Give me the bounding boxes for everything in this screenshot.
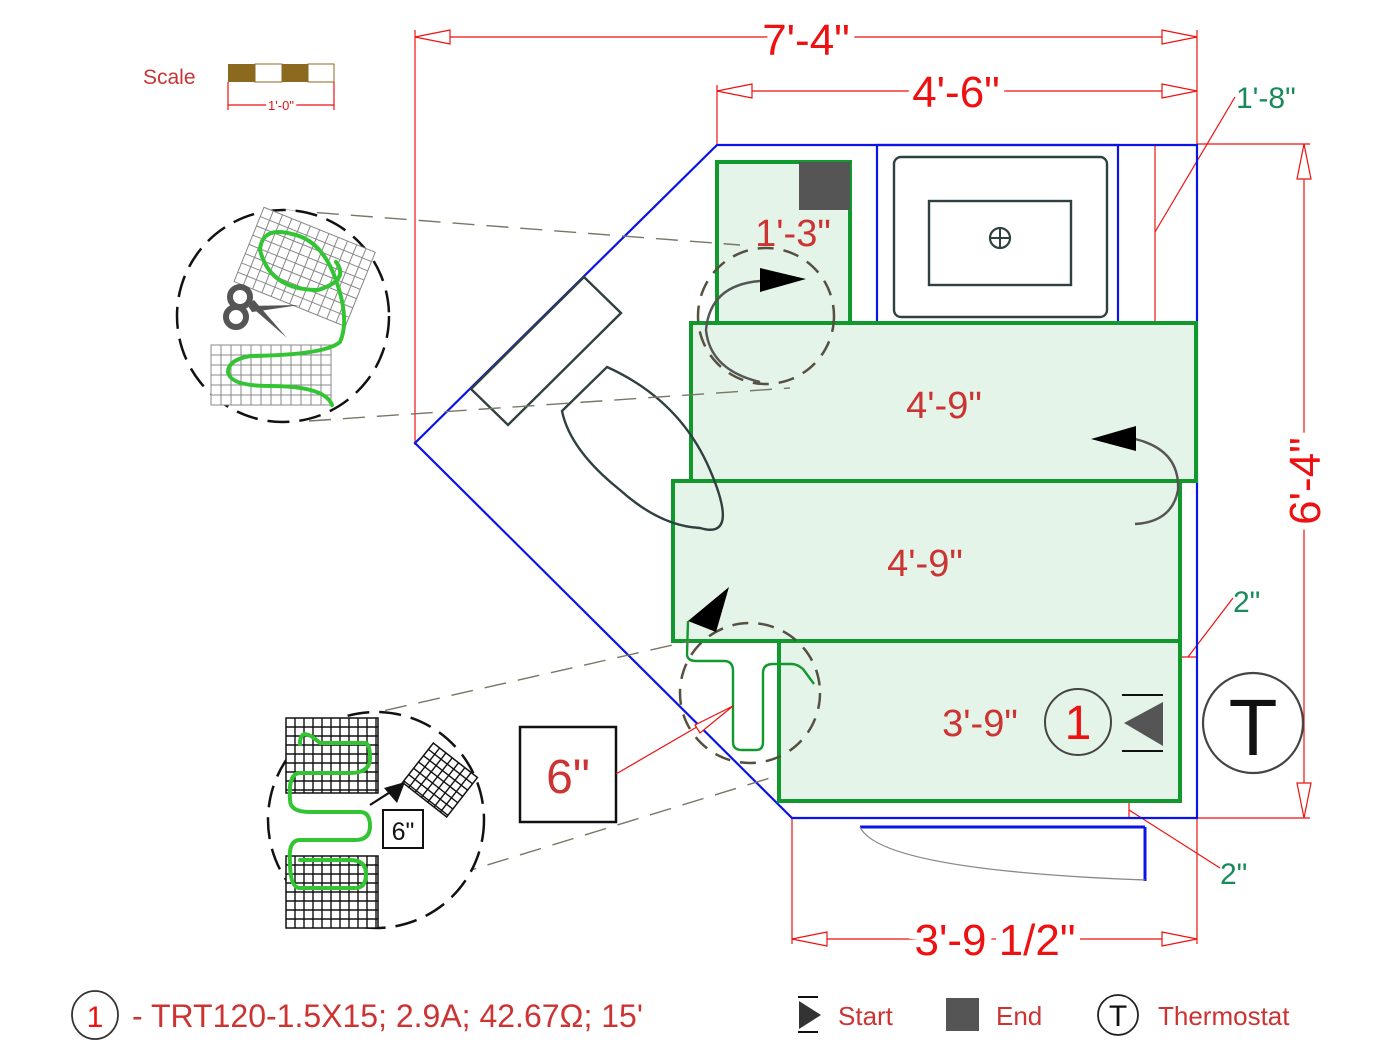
grid-line [403, 780, 449, 816]
bottom-width-label: 3'-9 1/2" [914, 916, 1075, 965]
grid-line [427, 748, 473, 785]
mat-label-middle: 4'-9" [887, 543, 963, 585]
legend-start-icon [798, 996, 821, 1033]
cut-gap-label: 6" [546, 751, 590, 804]
dimension-bottom-width: 3'-9 1/2" [791, 818, 1198, 972]
direction-arrow-icon [384, 782, 405, 803]
turn-arrow-top [696, 246, 836, 386]
mat-section-middle [671, 479, 1182, 643]
door [859, 825, 1147, 881]
right-gap-label: 1'-8" [1236, 82, 1296, 115]
grid-line [423, 755, 469, 791]
scale-label: Scale [143, 66, 196, 89]
clearance-bottom-label: 2" [1220, 858, 1247, 891]
dimension-vanity-width: 4'-6" [716, 61, 1198, 145]
heating-cable [287, 732, 373, 890]
dimension-overall-height: 6'-4" [1197, 143, 1337, 819]
grid-line [248, 243, 361, 290]
legend: 1 - TRT120-1.5X15; 2.9A; 42.67Ω; 15' Sta… [71, 990, 1290, 1040]
grid-line [408, 774, 454, 810]
thermostat-letter: T [1229, 683, 1278, 772]
cable-path [685, 620, 815, 752]
legend-circuit-number: 1 [87, 1001, 104, 1034]
mat-grid [285, 717, 379, 794]
toilet [469, 275, 724, 531]
grid-line [237, 271, 350, 318]
turn-highlight [696, 246, 836, 386]
direction-arrow-icon [1091, 426, 1136, 451]
mat-grid-rotated [401, 742, 479, 818]
scale-segment [254, 63, 283, 83]
legend-start-label: Start [838, 1001, 894, 1031]
mat-grid [285, 855, 379, 929]
grid-line [252, 234, 365, 281]
scale-segment [228, 64, 255, 82]
thermostat: T [1201, 671, 1305, 775]
turn-arrow-right [1091, 426, 1180, 526]
grid-line [241, 262, 353, 309]
detail-gap-label: 6" [392, 818, 415, 846]
legend-end-label: End [996, 1001, 1042, 1031]
vanity-outline [875, 143, 1120, 341]
dimension-overall-width: 7'-4" [414, 9, 1198, 445]
scale-segment [307, 63, 335, 83]
scale-segment [282, 64, 308, 82]
scale-bar: Scale 1'-0" [143, 63, 335, 116]
dimension-right-gap: 1'-8" [1154, 82, 1296, 323]
grid-line [413, 767, 459, 804]
mat-section-upper [689, 321, 1198, 483]
toilet-bowl [560, 365, 724, 531]
dimension-clearance-right: 2" [1180, 586, 1260, 658]
vanity-width-label: 4'-6" [912, 68, 1000, 117]
overall-width-label: 7'-4" [762, 16, 850, 65]
scissors-icon [223, 284, 300, 338]
detail-turn-gap: 6" [266, 710, 486, 930]
direction-arrow-icon [760, 268, 806, 292]
toilet-tank [469, 275, 623, 427]
overall-height-label: 6'-4" [1281, 437, 1330, 525]
direction-arrow-icon [688, 587, 729, 632]
clearance-right-label: 2" [1233, 586, 1260, 619]
door-swing [859, 826, 1146, 881]
legend-thermostat-icon [1097, 994, 1139, 1036]
start-marker [1122, 694, 1163, 752]
mat-label-lower: 3'-9" [942, 703, 1018, 745]
grid-line [418, 761, 464, 798]
legend-thermostat-label: Thermostat [1158, 1001, 1290, 1031]
legend-thermostat-letter: T [1109, 1000, 1127, 1033]
grid-line [260, 216, 372, 262]
legend-end-icon [946, 998, 979, 1031]
circuit-marker: 1 [1044, 688, 1112, 756]
cut-turn [678, 587, 822, 765]
circuit-number: 1 [1065, 697, 1092, 750]
mat-label-upper: 4'-9" [906, 385, 982, 427]
scale-length: 1'-0" [268, 98, 294, 113]
detail-cut-mat [175, 206, 391, 424]
turn-highlight [678, 621, 822, 765]
dimension-clearance-bottom: 2" [1128, 800, 1247, 891]
legend-circuit-spec: - TRT120-1.5X15; 2.9A; 42.67Ω; 15' [132, 998, 643, 1034]
cut-gap-callout: 6" [518, 705, 734, 824]
end-marker [799, 162, 850, 210]
mat-section-lower [777, 639, 1182, 803]
heating-cable [225, 230, 347, 407]
sink [892, 155, 1109, 319]
